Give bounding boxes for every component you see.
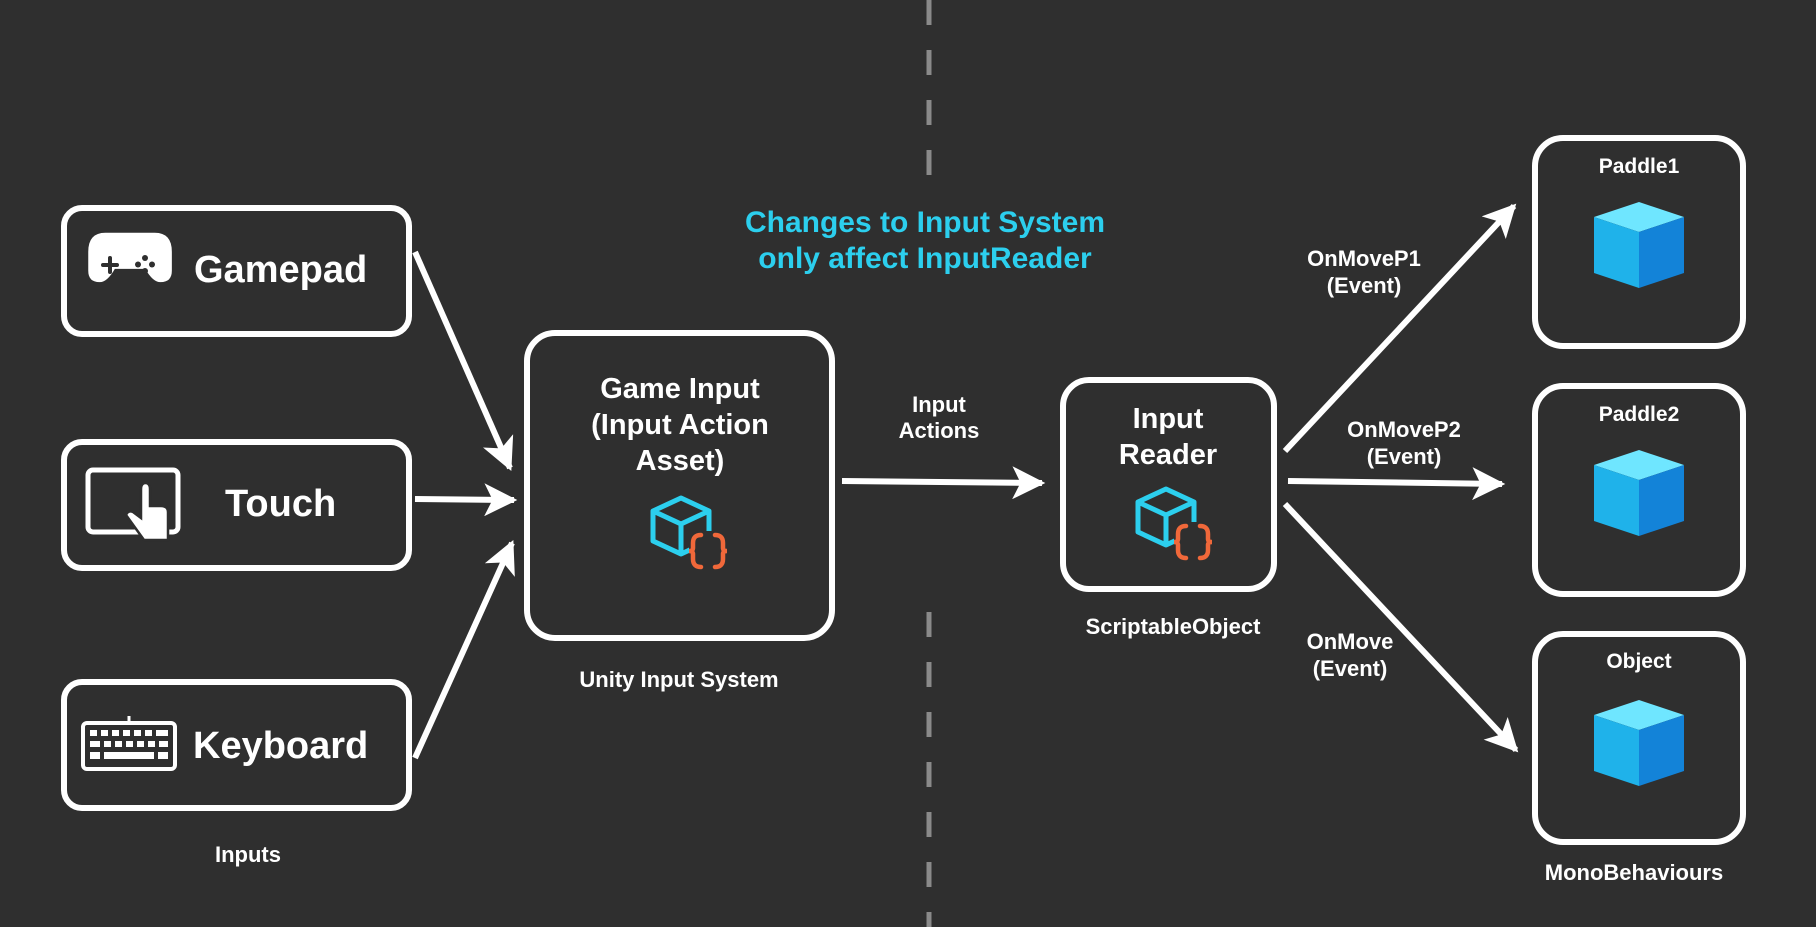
inputs-caption: Inputs [215,842,281,867]
gamepad-icon [88,232,172,283]
event-onmovep1-line2: (Event) [1327,273,1402,298]
event-onmove-line2: (Event) [1313,656,1388,681]
arrow-onmovep2 [1287,467,1506,501]
input-actions-label-line1: Input [912,392,966,417]
object-label: Object [1606,650,1671,673]
game-input-title-line2: (Input Action [591,409,769,441]
keyboard-icon [81,716,177,771]
arrow-game-input-to-input-reader [841,466,1046,500]
game-input-caption: Unity Input System [579,667,778,692]
arrow-touch-to-game-input [414,483,518,517]
object-box: Object [1532,631,1746,845]
touch-screen-icon [85,467,181,542]
arrow-gamepad-to-game-input [412,250,514,472]
arrow-onmove [1282,501,1519,753]
input-reader-title-line2: Reader [1119,439,1217,471]
input-reader-caption: ScriptableObject [1086,614,1262,639]
gamepad-label: Gamepad [194,249,367,291]
keyboard-box: Keyboard [61,679,412,811]
touch-label: Touch [225,483,336,525]
event-onmovep1-line1: OnMoveP1 [1307,246,1421,271]
event-onmove-line1: OnMove [1307,629,1394,654]
note-line1: Changes to Input System [745,206,1105,239]
paddle2-label: Paddle2 [1599,403,1680,426]
input-reader-title-line1: Input [1133,403,1204,435]
cube-icon [1594,202,1684,288]
paddle1-label: Paddle1 [1599,155,1680,178]
arrow-keyboard-to-game-input [412,539,515,760]
input-actions-label-line2: Actions [899,418,980,443]
keyboard-label: Keyboard [193,725,368,767]
game-input-title-line3: Asset) [636,445,725,477]
input-reader-box: Input Reader [1060,377,1277,592]
monobehaviours-caption: MonoBehaviours [1545,860,1723,885]
scriptable-cube-icon [653,498,729,571]
gamepad-box: Gamepad [61,205,412,337]
cube-icon [1594,450,1684,536]
game-input-box: Game Input (Input Action Asset) [524,330,835,641]
paddle1-box: Paddle1 [1532,135,1746,349]
note-line2: only affect InputReader [758,242,1092,275]
paddle2-box: Paddle2 [1532,383,1746,597]
scriptable-cube-icon [1138,489,1214,562]
event-onmovep2-line1: OnMoveP2 [1347,417,1461,442]
touch-box: Touch [61,439,412,571]
game-input-title-line1: Game Input [600,373,760,405]
arrow-onmovep1 [1282,203,1517,454]
event-onmovep2-line2: (Event) [1367,444,1442,469]
cube-icon [1594,700,1684,786]
